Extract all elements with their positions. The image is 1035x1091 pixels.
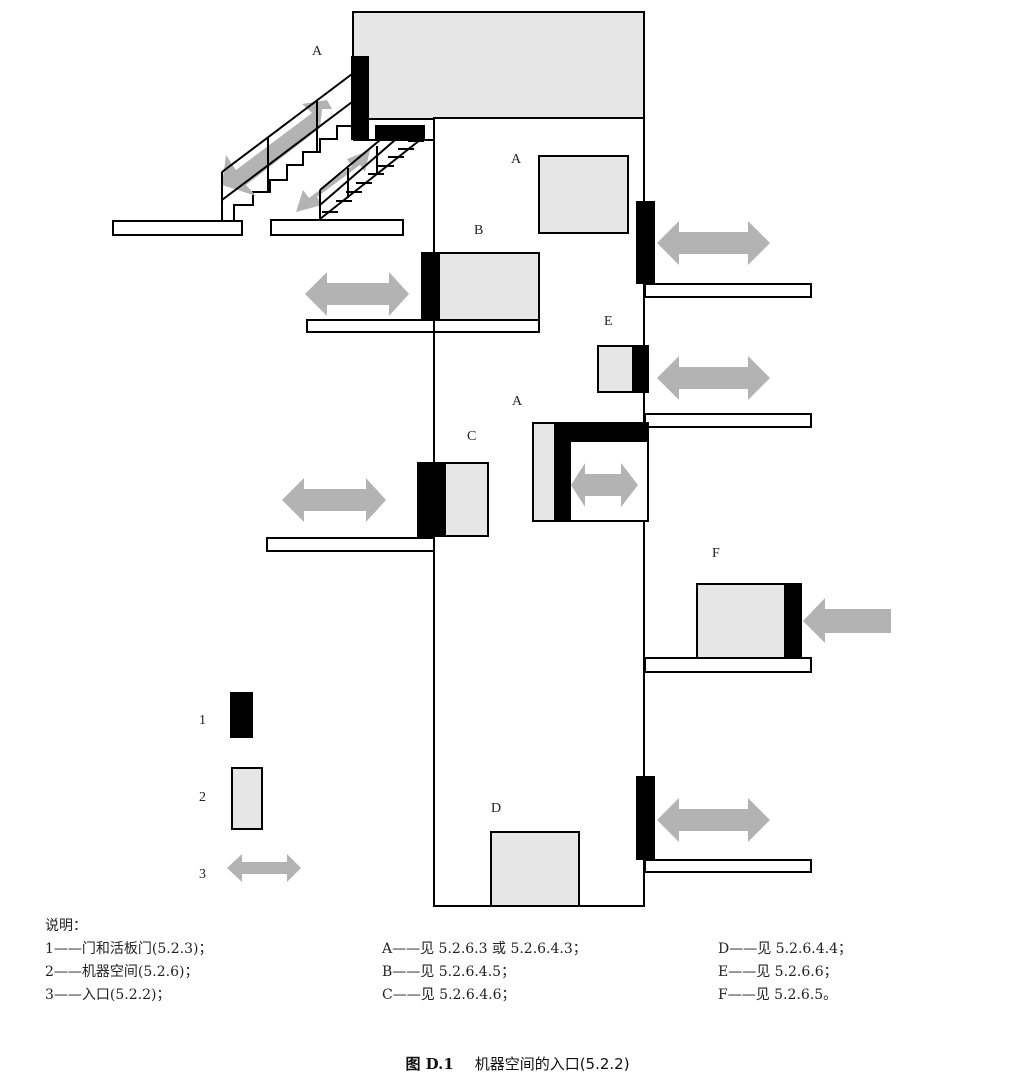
handrail-top xyxy=(221,73,353,173)
top-machine-room xyxy=(352,11,645,120)
landing-slab-ladder xyxy=(270,219,404,236)
access-arrow-stairs xyxy=(222,100,332,196)
note-item: 1——门和活板门(5.2.3)； xyxy=(45,941,213,957)
note-item: D——见 5.2.6.4.4； xyxy=(718,941,853,957)
machinery-space xyxy=(532,422,556,522)
stair-steps xyxy=(233,125,353,221)
machinery-space-A-mid xyxy=(532,422,649,522)
note-item: C——见 5.2.6.4.6； xyxy=(382,987,516,1003)
label-A-shaft: A xyxy=(511,152,522,167)
note-item: 2——机器空间(5.2.6)； xyxy=(45,964,199,980)
label-A-mid: A xyxy=(512,394,523,409)
door-horizontal xyxy=(555,423,648,442)
label-F: F xyxy=(712,546,720,561)
notes-column-def: D——见 5.2.6.4.4； E——见 5.2.6.6； F——见 5.2.6… xyxy=(718,938,852,1007)
trapdoor xyxy=(375,125,425,139)
landing-door xyxy=(636,201,655,284)
legend-number-3: 3 xyxy=(199,867,206,882)
machinery-space-C xyxy=(266,462,489,552)
label-E: E xyxy=(604,314,613,329)
landing-right-1 xyxy=(636,201,812,298)
machinery-space-F xyxy=(644,583,891,673)
landing-right-bottom xyxy=(636,776,812,873)
door xyxy=(784,584,802,658)
landing-slab xyxy=(644,283,812,298)
legend: 1 2 3 xyxy=(199,692,301,882)
note-item: F——见 5.2.6.5。 xyxy=(718,987,838,1003)
access-arrow-ladder xyxy=(296,150,370,212)
landing-slab xyxy=(644,859,812,873)
door-stairs-vertical xyxy=(351,56,369,140)
label-A-stairs: A xyxy=(312,44,323,59)
landing-slab xyxy=(644,413,812,428)
landing-slab xyxy=(644,657,812,673)
access-arrow xyxy=(657,221,770,265)
machinery-space-B xyxy=(305,252,540,333)
handrail-bottom xyxy=(221,101,353,201)
machinery-space-D xyxy=(490,831,580,907)
label-C: C xyxy=(467,429,476,444)
access-arrow xyxy=(571,463,638,507)
legend-number-2: 2 xyxy=(199,790,206,805)
notes-column-legend: 1——门和活板门(5.2.3)； 2——机器空间(5.2.6)； 3——入口(5… xyxy=(45,938,212,1007)
note-item: E——见 5.2.6.6； xyxy=(718,964,838,980)
label-D: D xyxy=(491,801,501,816)
notes-title: 说明： xyxy=(45,918,87,934)
door xyxy=(422,253,440,320)
figure-caption: 图 D.1 机器空间的入口(5.2.2) xyxy=(0,1053,1035,1074)
access-arrow xyxy=(282,478,386,522)
legend-machinery-space-symbol xyxy=(231,767,263,830)
ladder-rungs xyxy=(322,140,424,213)
note-item: B——见 5.2.6.4.5； xyxy=(382,964,516,980)
door xyxy=(418,463,446,536)
access-arrow xyxy=(803,598,891,643)
notes-column-abc: A——见 5.2.6.3 或 5.2.6.4.3； B——见 5.2.6.4.5… xyxy=(382,938,587,1007)
access-arrow xyxy=(657,356,770,400)
landing-slab xyxy=(266,537,435,552)
access-arrow xyxy=(305,272,409,316)
label-B: B xyxy=(474,223,483,238)
machinery-space xyxy=(696,583,802,659)
machinery-space-access-diagram: 1 2 3 A A B E A C F D xyxy=(112,11,891,907)
stairs-left xyxy=(112,56,369,236)
machinery-space-E xyxy=(597,345,812,428)
note-item: 3——入口(5.2.2)； xyxy=(45,987,171,1003)
ladder xyxy=(270,125,434,236)
door xyxy=(632,346,648,392)
door-vertical xyxy=(555,423,571,521)
landing-door xyxy=(636,776,655,860)
legend-access-arrow-symbol xyxy=(227,854,301,882)
legend-number-1: 1 xyxy=(199,713,206,728)
landing-slab-left xyxy=(112,220,243,236)
note-item: A——见 5.2.6.3 或 5.2.6.4.3； xyxy=(382,941,587,957)
legend-door-symbol xyxy=(230,692,253,738)
landing-slab xyxy=(306,319,540,333)
machinery-space-A-top xyxy=(538,155,629,234)
access-arrow xyxy=(657,798,770,842)
figure-id: 图 D.1 xyxy=(405,1055,454,1073)
figure-title: 机器空间的入口(5.2.2) xyxy=(474,1055,630,1073)
